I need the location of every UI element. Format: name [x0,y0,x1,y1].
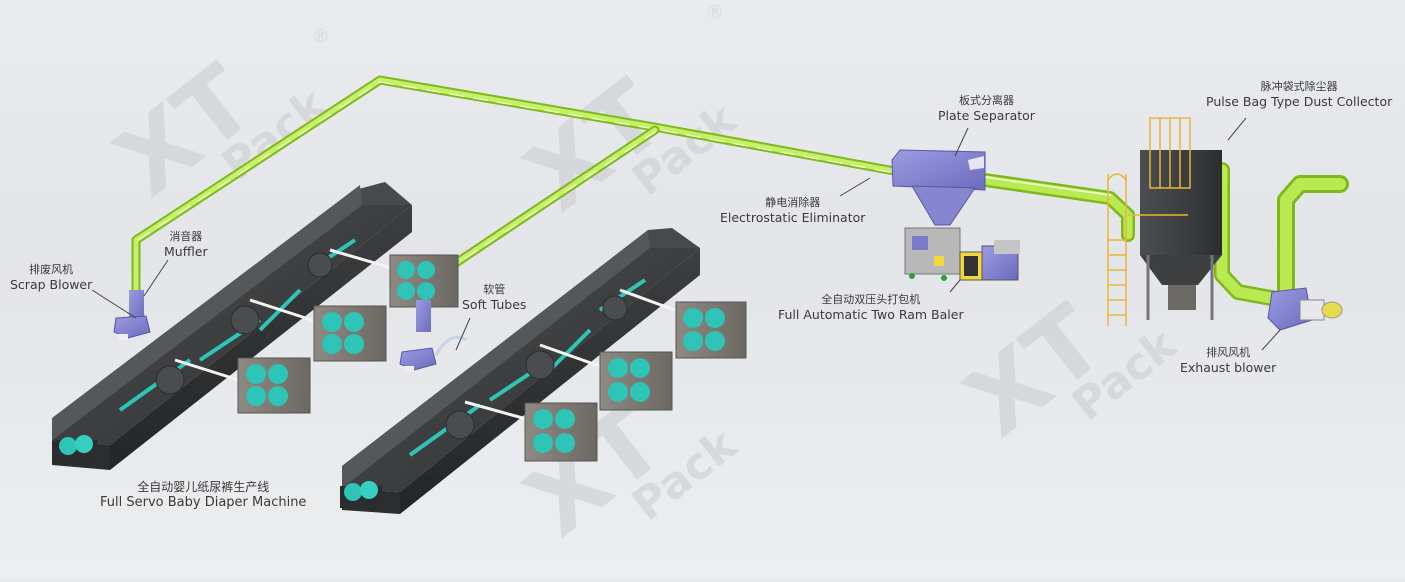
label-en: Plate Separator [938,107,1035,123]
unwind-station [675,301,747,359]
scrap-blower-2 [399,300,467,372]
label-zh: 排废风机 [29,263,74,276]
unwind-station [237,357,311,414]
unwind-station [524,402,598,462]
label-en: Electrostatic Eliminator [720,209,866,225]
infeed-roll-1 [55,435,97,462]
label-soft-tubes: 软管 Soft Tubes [462,283,526,312]
label-zh: 排风风机 [1206,346,1251,359]
exhaust-stack [1277,175,1349,301]
muffler-1 [129,290,144,320]
label-zh: 全自动婴儿纸尿裤生产线 [137,480,270,494]
muffler-2 [416,300,431,332]
label-en: Soft Tubes [462,296,527,312]
diaper-machine-2 [340,228,700,514]
scrap-blower-1 [113,290,151,340]
plate-separator [891,149,986,226]
label-zh: 静电消除器 [765,196,821,209]
label-zh: 全自动双压头打包机 [821,293,921,306]
leader-plate-separator [954,127,969,157]
ladder-cage [1107,117,1191,326]
label-dust-collector: 脉冲袋式除尘器 Pulse Bag Type Dust Collector [1206,80,1392,109]
leader-muffler [143,259,169,297]
label-diaper-machine: 全自动婴儿纸尿裤生产线 Full Servo Baby Diaper Machi… [100,480,306,511]
watermark-xt-pack-4: XT Pack [945,284,1187,458]
label-plate-separator: 板式分离器 Plate Separator [938,94,1035,123]
label-en: Full Servo Baby Diaper Machine [100,495,307,510]
registered-mark-1: ® [312,26,330,47]
label-zh: 脉冲袋式除尘器 [1260,80,1338,93]
label-muffler: 消音器 Muffler [164,230,208,259]
label-zh: 消音器 [169,230,203,243]
label-en: Pulse Bag Type Dust Collector [1206,93,1393,109]
diaper-machine-1 [52,182,412,470]
unwind-station [389,254,459,308]
unwind-station [313,305,387,362]
soft-tube [434,335,467,356]
leader-soft-tubes [455,317,471,351]
label-en: Scrap Blower [10,276,93,292]
leader-exhaust-blower [1261,329,1281,351]
leader-baler [949,279,961,293]
watermark-xt-pack-1: XT Pack [95,44,337,218]
unwind-station [599,351,673,411]
pulse-bag-dust-collector [1107,117,1222,326]
exhaust-blower [1267,287,1343,331]
label-en: Full Automatic Two Ram Baler [778,306,964,322]
label-en: Exhaust blower [1180,359,1277,375]
leader-lines [91,117,1281,351]
infeed-roll-2 [340,481,382,508]
leader-scrap-blower [91,289,137,319]
label-two-ram-baler: 全自动双压头打包机 Full Automatic Two Ram Baler [778,293,964,322]
label-exhaust-blower: 排风风机 Exhaust blower [1180,346,1276,375]
label-zh: 板式分离器 [958,94,1014,107]
leader-dust-collector [1227,117,1247,141]
label-zh: 软管 [483,283,506,296]
label-en: Muffler [164,243,208,259]
label-electrostatic-eliminator: 静电消除器 Electrostatic Eliminator [720,196,865,225]
label-scrap-blower: 排废风机 Scrap Blower [10,263,92,292]
registered-mark-2: ® [706,2,724,23]
leader-electrostatic [839,177,871,197]
two-ram-baler [904,227,1020,281]
